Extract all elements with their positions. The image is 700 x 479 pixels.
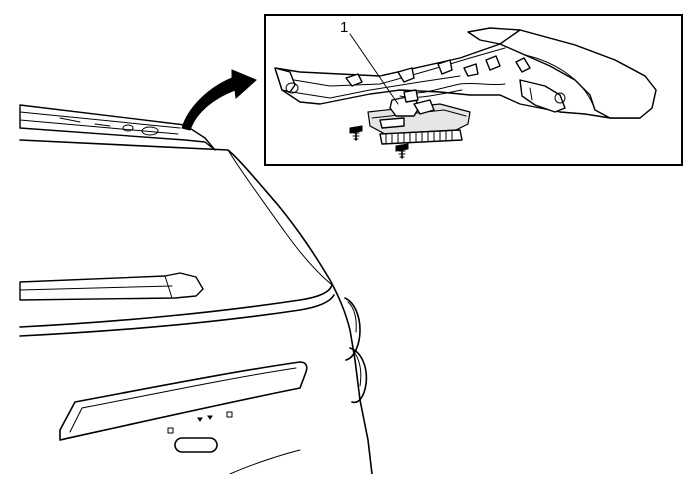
- chmsl-lamp-assembly: [367, 89, 471, 145]
- callout-number: 1: [340, 19, 348, 36]
- liftgate-body: [19, 139, 373, 475]
- callout-1: 1: [340, 19, 399, 105]
- callout-leader-line: [349, 33, 399, 105]
- detail-pointer-arrow: [181, 69, 257, 131]
- spoiler-underside: [274, 27, 657, 119]
- fastener-screws: [349, 125, 409, 159]
- screw-bottom: [395, 143, 409, 159]
- tail-lamp: [344, 297, 368, 404]
- vehicle-rear-view: [19, 104, 373, 475]
- screw-left: [349, 125, 363, 141]
- detail-inset: 1: [264, 14, 683, 166]
- rear-spoiler: [19, 104, 216, 151]
- rear-wiper: [19, 272, 204, 301]
- liftgate-applique: [59, 361, 308, 475]
